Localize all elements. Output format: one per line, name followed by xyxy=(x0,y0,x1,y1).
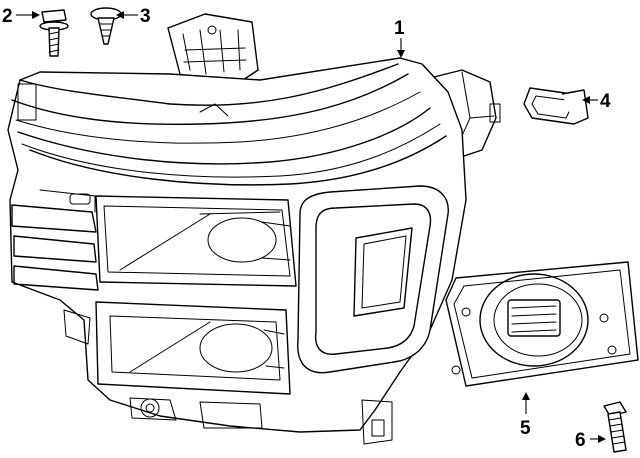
callout-4: 4 xyxy=(582,91,611,112)
lower-lens-window xyxy=(95,301,291,395)
callout-5: 5 xyxy=(520,392,531,439)
callout-label-5: 5 xyxy=(520,418,531,439)
callout-6: 6 xyxy=(575,430,606,451)
headlamp-assembly xyxy=(7,13,501,445)
callout-3: 3 xyxy=(116,6,151,27)
mounting-bolt xyxy=(39,9,69,57)
callout-label-2: 2 xyxy=(2,6,13,27)
callout-2: 2 xyxy=(2,6,40,27)
callout-label-3: 3 xyxy=(140,6,151,27)
adjuster-screw xyxy=(603,401,627,453)
push-pin-fastener xyxy=(90,7,122,45)
access-cover-panel xyxy=(445,261,639,387)
callout-label-4: 4 xyxy=(600,91,611,112)
callout-1: 1 xyxy=(394,18,405,58)
turn-signal-lens xyxy=(353,227,413,317)
grommet-seal xyxy=(523,87,589,125)
callout-label-6: 6 xyxy=(575,430,586,451)
callout-label-1: 1 xyxy=(394,18,405,39)
